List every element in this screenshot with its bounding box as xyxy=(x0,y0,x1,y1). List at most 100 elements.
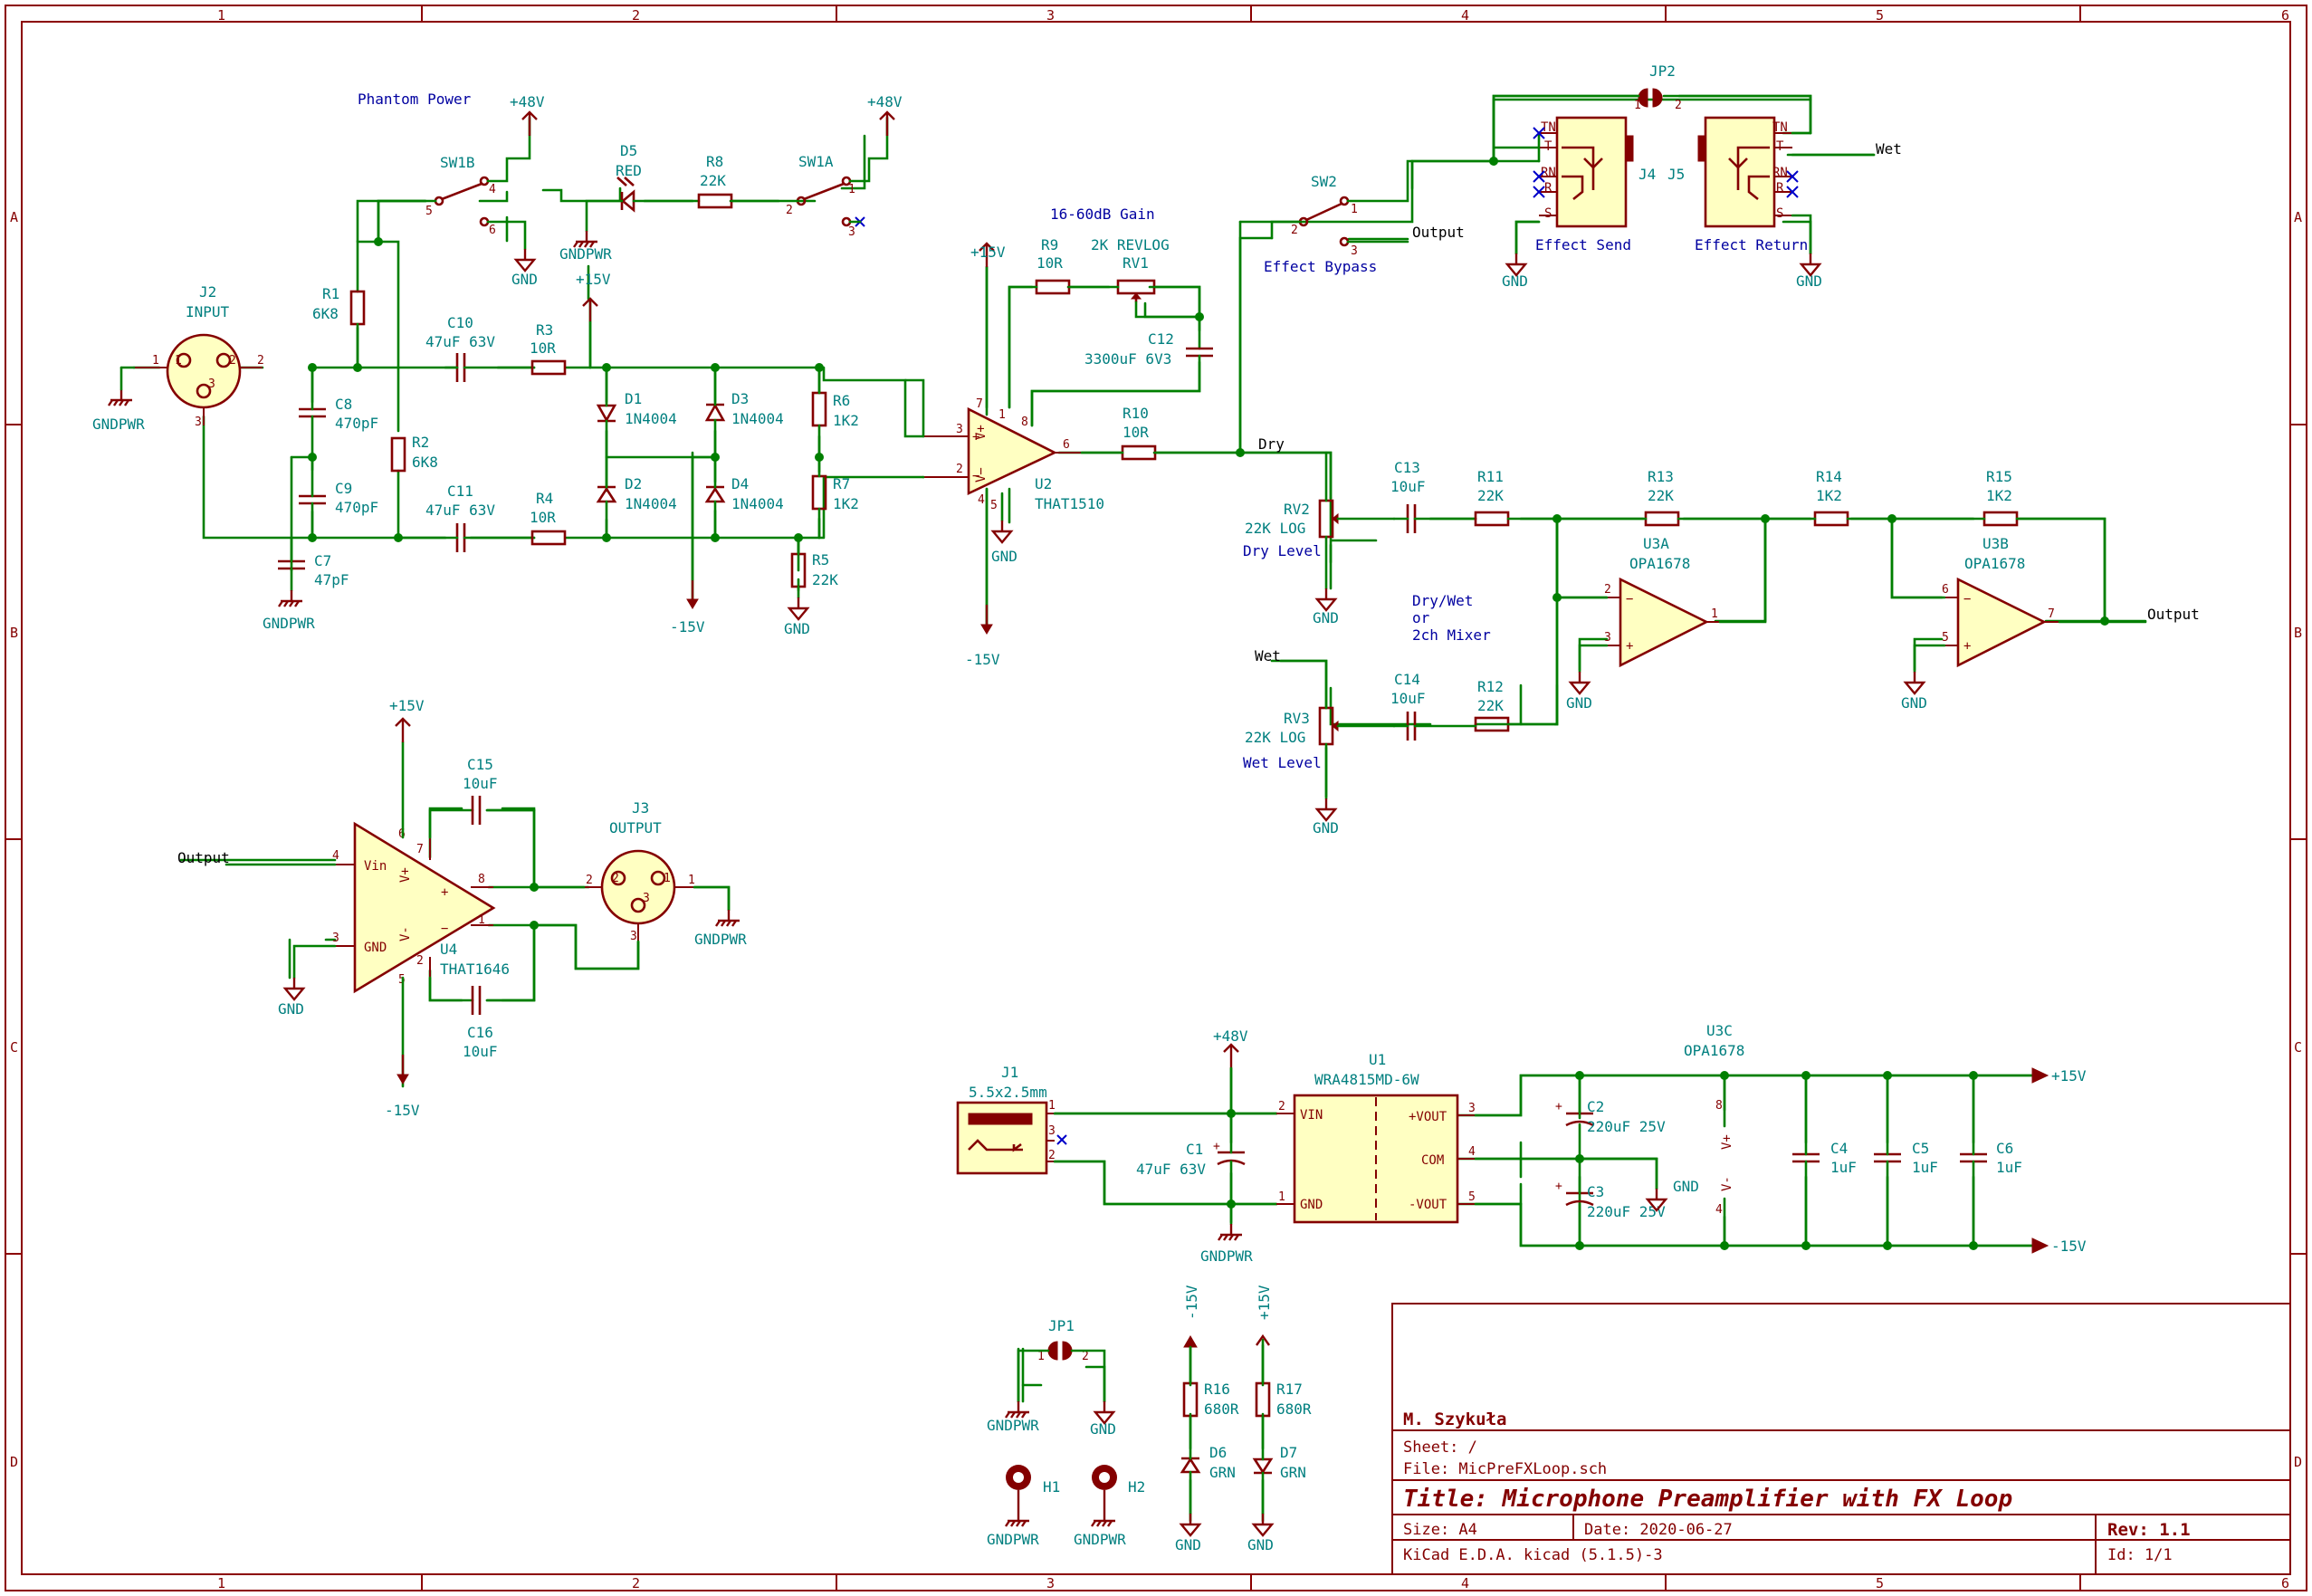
ref-label: C2 xyxy=(1587,1098,1604,1115)
resistor-r3 xyxy=(530,359,567,376)
row-label: D xyxy=(10,1454,18,1470)
ref-label: H1 xyxy=(1043,1478,1060,1496)
ref-label: J5 xyxy=(1667,166,1685,183)
svg-text:1: 1 xyxy=(1634,99,1641,112)
svg-text:1: 1 xyxy=(478,913,485,927)
value-label: 10uF xyxy=(463,1043,498,1060)
svg-text:2: 2 xyxy=(956,463,963,476)
ref-label: R15 xyxy=(1986,468,2012,485)
svg-text:3: 3 xyxy=(1604,631,1611,645)
svg-text:V−: V− xyxy=(974,467,989,483)
svg-text:5: 5 xyxy=(1468,1190,1476,1204)
svg-text:2: 2 xyxy=(1604,583,1611,597)
author: M. Szykuła xyxy=(1403,1410,1506,1429)
value-label: RED xyxy=(616,162,642,179)
svg-text:3: 3 xyxy=(1048,1124,1056,1138)
value-label: 2K REVLOG xyxy=(1091,236,1170,253)
ref-label: D1 xyxy=(625,390,642,407)
svg-text:2: 2 xyxy=(786,204,793,217)
ref-label: U4 xyxy=(440,941,457,958)
ref-label: C14 xyxy=(1394,671,1420,688)
col-label: 2 xyxy=(632,7,640,24)
pin-name: COM xyxy=(1421,1153,1444,1168)
value-label: OUTPUT xyxy=(609,819,662,836)
net-label: +15V xyxy=(389,697,425,714)
resistor-r8 xyxy=(697,193,733,209)
ref-label: C13 xyxy=(1394,459,1420,476)
row-label: A xyxy=(2294,209,2302,225)
ref-label: C8 xyxy=(335,396,352,413)
svg-text:−: − xyxy=(972,469,979,483)
net-label: -15V xyxy=(965,651,1000,668)
col-label: 6 xyxy=(2281,1575,2289,1591)
sheet-info: Sheet: / xyxy=(1403,1438,1477,1457)
net-label: GND xyxy=(991,548,1017,565)
svg-text:3: 3 xyxy=(848,225,855,239)
col-label: 4 xyxy=(1461,1575,1469,1591)
net-label: GNDPWR xyxy=(987,1531,1039,1548)
resistor-r14 xyxy=(1813,511,1849,527)
ref-label: H2 xyxy=(1128,1478,1145,1496)
value-label: 680R xyxy=(1276,1400,1312,1418)
opamp-u3b: −+ 657 xyxy=(1942,577,2059,668)
ref-label: RV2 xyxy=(1284,501,1310,518)
value-label: 6K8 xyxy=(312,305,339,322)
value-label: 1K2 xyxy=(833,495,859,512)
ref-label: R4 xyxy=(536,490,553,507)
net-label: GNDPWR xyxy=(987,1417,1039,1434)
ref-label: C4 xyxy=(1830,1140,1848,1157)
svg-text:4: 4 xyxy=(1715,1203,1723,1217)
ref-label: R8 xyxy=(706,153,723,170)
svg-text:3: 3 xyxy=(630,930,637,943)
outer-frame xyxy=(5,5,2307,1591)
mounting-hole-h2 xyxy=(1092,1465,1117,1510)
value-label: 47uF 63V xyxy=(425,333,495,350)
ref-label: C3 xyxy=(1587,1183,1604,1200)
net-label: GND xyxy=(1901,694,1927,712)
ref-label: R12 xyxy=(1477,678,1504,695)
svg-text:3: 3 xyxy=(208,377,215,391)
pin-name: VIN xyxy=(1300,1108,1323,1123)
value-label: 22K xyxy=(1477,697,1504,714)
ref-label: R6 xyxy=(833,392,850,409)
svg-text:4: 4 xyxy=(978,493,985,507)
svg-text:1: 1 xyxy=(1278,1190,1285,1204)
ref-label: R13 xyxy=(1648,468,1674,485)
opamp-u2: +− V+ V− 326 754 18 xyxy=(923,397,1082,512)
ref-label: C16 xyxy=(467,1024,493,1041)
svg-text:3: 3 xyxy=(956,423,963,436)
svg-text:1: 1 xyxy=(175,354,182,368)
value-label: OPA1678 xyxy=(1684,1042,1744,1059)
svg-text:T: T xyxy=(1544,139,1552,154)
svg-text:4: 4 xyxy=(1468,1145,1476,1159)
dc-converter-u1: 21 345 xyxy=(1276,1094,1476,1224)
potentiometer-rv2 xyxy=(1318,499,1339,539)
ref-label: C12 xyxy=(1148,330,1174,348)
svg-text:6: 6 xyxy=(1063,438,1070,452)
value-label: INPUT xyxy=(186,303,230,320)
svg-text:7: 7 xyxy=(416,843,424,856)
grid-ticks xyxy=(5,5,2307,1591)
value-label: 1K2 xyxy=(1816,487,1842,504)
ref-label: R5 xyxy=(812,551,829,569)
svg-text:5: 5 xyxy=(1942,631,1949,645)
resistor-r2 xyxy=(390,436,406,473)
ref-label: C1 xyxy=(1186,1141,1203,1158)
inner-frame xyxy=(21,21,2291,1575)
potentiometer-rv3 xyxy=(1318,706,1339,746)
net-label: GND xyxy=(1673,1178,1699,1195)
svg-text:2: 2 xyxy=(1048,1149,1056,1162)
mixer-note-3: 2ch Mixer xyxy=(1412,626,1491,644)
ref-label: C11 xyxy=(447,483,473,500)
net-label: GND xyxy=(784,620,810,637)
wet-level-note: Wet Level xyxy=(1243,754,1322,771)
ref-label: D4 xyxy=(731,475,749,492)
revision: Rev: 1.1 xyxy=(2107,1520,2191,1540)
ref-label: U1 xyxy=(1369,1051,1386,1068)
net-label: GND xyxy=(1566,694,1592,712)
ref-label: C9 xyxy=(335,480,352,497)
svg-text:−: − xyxy=(1626,592,1633,607)
net-label: +15V xyxy=(1256,1285,1273,1320)
value-label: 22K xyxy=(1648,487,1674,504)
